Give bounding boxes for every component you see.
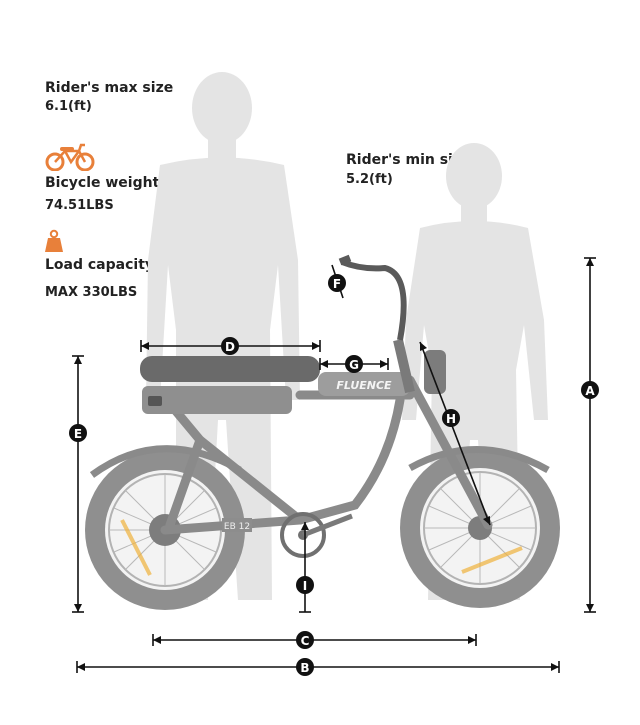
bicycle-icon	[45, 143, 95, 172]
rider-max-value: 6.1(ft)	[45, 99, 92, 114]
bicycle-weight-label: Bicycle weight	[45, 175, 160, 191]
marker-D-label: D	[225, 340, 235, 354]
marker-B-label: B	[300, 661, 309, 675]
marker-A: A	[581, 381, 599, 399]
marker-B: B	[296, 658, 314, 676]
load-capacity-value: MAX 330LBS	[45, 285, 138, 300]
rider-max-label: Rider's max size	[45, 80, 174, 96]
marker-G-label: G	[349, 358, 359, 372]
weight-icon	[44, 229, 64, 253]
marker-D: D	[221, 337, 239, 355]
bicycle-weight-value: 74.51LBS	[45, 198, 114, 213]
dimension-arrowheads	[74, 258, 594, 671]
front-wheel	[400, 448, 560, 608]
bike-illustration: FLUENCE EB 12	[85, 254, 560, 610]
rider-min-value: 5.2(ft)	[346, 172, 393, 187]
rider-min-label: Rider's min size	[346, 152, 471, 168]
frame-mark: EB 12	[224, 522, 250, 532]
marker-E-label: E	[74, 427, 82, 441]
marker-E: E	[69, 424, 87, 442]
marker-I-label: I	[303, 579, 307, 593]
load-capacity-label: Load capacity	[45, 257, 155, 273]
brand-logo: FLUENCE	[336, 379, 392, 392]
marker-H: H	[442, 409, 460, 427]
marker-C-label: C	[301, 634, 310, 648]
marker-I: I	[296, 576, 314, 594]
marker-A-label: A	[585, 384, 595, 398]
marker-H-label: H	[446, 412, 456, 426]
marker-G: G	[345, 355, 363, 373]
marker-C: C	[296, 631, 314, 649]
marker-F: F	[328, 274, 346, 292]
marker-F-label: F	[333, 277, 341, 291]
